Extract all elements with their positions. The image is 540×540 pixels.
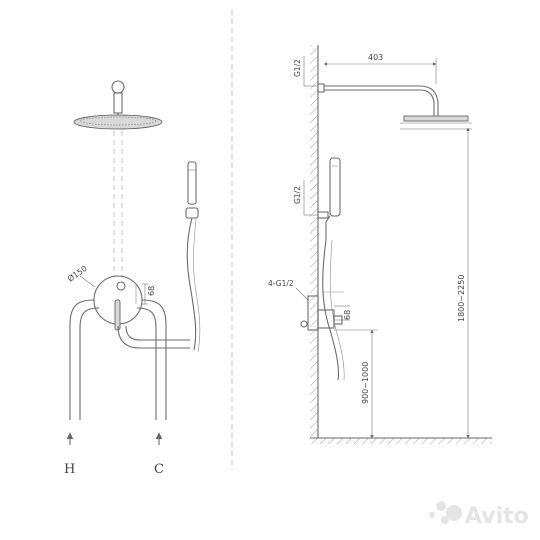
mixer-dimension-marks bbox=[79, 275, 148, 305]
mixer-depth-label-right: 68 bbox=[343, 310, 352, 320]
side-view: 403 G1/2 G1/2 4-G1/2 bbox=[268, 45, 492, 444]
mixer-side bbox=[300, 291, 344, 331]
inlet-arrows bbox=[66, 432, 163, 445]
avito-logo-icon bbox=[429, 501, 462, 524]
cold-inlet-label: C bbox=[154, 462, 164, 477]
floor bbox=[310, 438, 492, 444]
hand-shower bbox=[185, 161, 201, 353]
hot-inlet-label: H bbox=[64, 462, 75, 477]
rain-head-side bbox=[400, 115, 472, 130]
supply-pipes bbox=[69, 299, 190, 420]
wall bbox=[310, 45, 318, 438]
front-view: Ø150 68 H C bbox=[64, 80, 201, 477]
avito-watermark: Avito bbox=[429, 501, 529, 529]
mixer-diameter-label: Ø150 bbox=[65, 263, 88, 284]
avito-wordmark: Avito bbox=[465, 504, 529, 529]
hand-shower-side bbox=[317, 157, 345, 381]
arm-connection-label: G1/2 bbox=[293, 59, 302, 77]
shower-arm bbox=[317, 83, 439, 116]
ceiling-mount bbox=[111, 80, 125, 117]
rain-shower-head bbox=[73, 114, 163, 130]
head-height-label: 1800~2250 bbox=[457, 275, 466, 322]
arm-length-label: 403 bbox=[368, 53, 383, 62]
hand-shower-connection-label: G1/2 bbox=[293, 186, 302, 204]
mixer-connections-label: 4-G1/2 bbox=[268, 279, 294, 288]
mixer-plate bbox=[93, 275, 143, 331]
mixer-depth-label-left: 68 bbox=[147, 286, 156, 296]
mixer-height-label: 900~1000 bbox=[361, 362, 370, 404]
